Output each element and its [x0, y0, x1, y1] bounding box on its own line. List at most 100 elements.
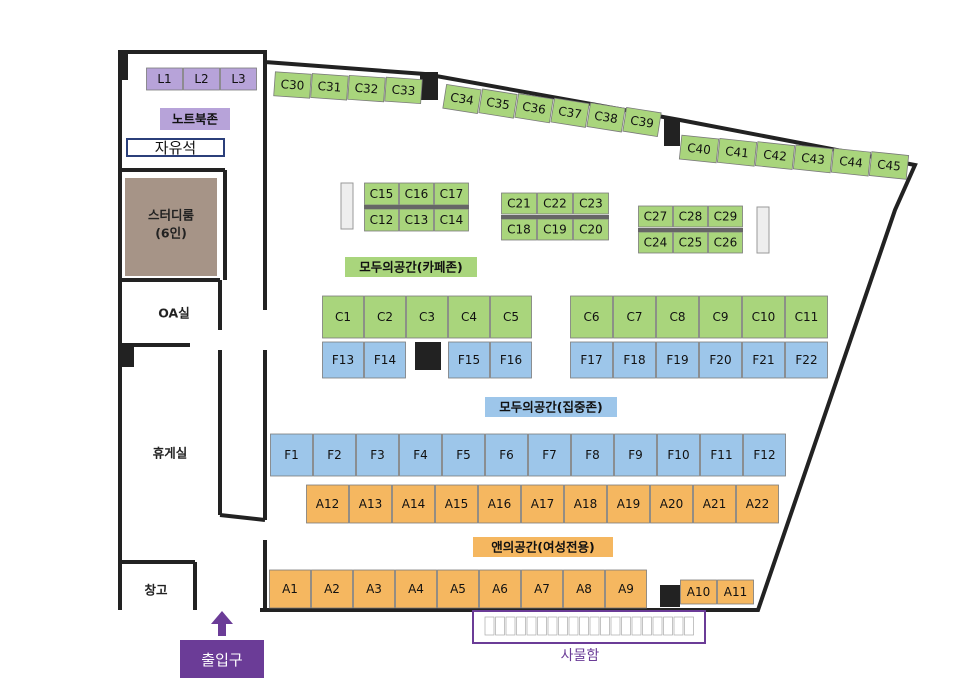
- seat-a11[interactable]: A11: [717, 579, 754, 605]
- seat-c3[interactable]: C3: [406, 295, 448, 339]
- seat-c38[interactable]: C38: [586, 102, 626, 133]
- seat-c9[interactable]: C9: [699, 295, 742, 339]
- seat-c17[interactable]: C17: [434, 182, 469, 206]
- seat-c28[interactable]: C28: [673, 205, 708, 228]
- seat-l2[interactable]: L2: [183, 67, 220, 91]
- seat-c18[interactable]: C18: [501, 218, 537, 241]
- seat-c13[interactable]: C13: [399, 208, 434, 232]
- seat-f18[interactable]: F18: [613, 341, 656, 379]
- seat-a1[interactable]: A1: [269, 569, 311, 609]
- seat-a21[interactable]: A21: [693, 484, 736, 524]
- seat-c24[interactable]: C24: [638, 231, 673, 254]
- seat-c35[interactable]: C35: [478, 88, 518, 119]
- seat-f13[interactable]: F13: [322, 341, 364, 379]
- seat-a2[interactable]: A2: [311, 569, 353, 609]
- seat-c8[interactable]: C8: [656, 295, 699, 339]
- seat-a4[interactable]: A4: [395, 569, 437, 609]
- seat-c36[interactable]: C36: [514, 93, 554, 124]
- seat-f1[interactable]: F1: [270, 433, 313, 477]
- seat-f2[interactable]: F2: [313, 433, 356, 477]
- seat-c27[interactable]: C27: [638, 205, 673, 228]
- seat-c11[interactable]: C11: [785, 295, 828, 339]
- seat-a5[interactable]: A5: [437, 569, 479, 609]
- seat-label: F8: [585, 448, 600, 462]
- seat-f17[interactable]: F17: [570, 341, 613, 379]
- seat-a16[interactable]: A16: [478, 484, 521, 524]
- seat-a17[interactable]: A17: [521, 484, 564, 524]
- seat-f21[interactable]: F21: [742, 341, 785, 379]
- seat-a20[interactable]: A20: [650, 484, 693, 524]
- seat-label: F18: [623, 353, 645, 367]
- seat-c41[interactable]: C41: [716, 137, 758, 167]
- seat-label: A6: [492, 582, 508, 596]
- seat-c14[interactable]: C14: [434, 208, 469, 232]
- seat-a15[interactable]: A15: [435, 484, 478, 524]
- seat-a7[interactable]: A7: [521, 569, 563, 609]
- seat-f16[interactable]: F16: [490, 341, 532, 379]
- seat-a18[interactable]: A18: [564, 484, 607, 524]
- seat-f14[interactable]: F14: [364, 341, 406, 379]
- storage-label: 창고: [144, 583, 168, 598]
- seat-c1[interactable]: C1: [322, 295, 364, 339]
- seat-f20[interactable]: F20: [699, 341, 742, 379]
- seat-a10[interactable]: A10: [680, 579, 717, 605]
- seat-f6[interactable]: F6: [485, 433, 528, 477]
- seat-a22[interactable]: A22: [736, 484, 779, 524]
- seat-c2[interactable]: C2: [364, 295, 406, 339]
- seat-a6[interactable]: A6: [479, 569, 521, 609]
- seat-a3[interactable]: A3: [353, 569, 395, 609]
- seat-c19[interactable]: C19: [537, 218, 573, 241]
- seat-c7[interactable]: C7: [613, 295, 656, 339]
- seat-f9[interactable]: F9: [614, 433, 657, 477]
- seat-c44[interactable]: C44: [830, 147, 872, 177]
- seat-c5[interactable]: C5: [490, 295, 532, 339]
- seat-f7[interactable]: F7: [528, 433, 571, 477]
- seat-l1[interactable]: L1: [146, 67, 183, 91]
- seat-c21[interactable]: C21: [501, 192, 537, 215]
- seat-c6[interactable]: C6: [570, 295, 613, 339]
- seat-a9[interactable]: A9: [605, 569, 647, 609]
- seat-c10[interactable]: C10: [742, 295, 785, 339]
- seat-label: C26: [714, 236, 738, 250]
- seat-c37[interactable]: C37: [550, 97, 590, 128]
- seat-a12[interactable]: A12: [306, 484, 349, 524]
- seat-label: C11: [795, 310, 819, 324]
- seat-a13[interactable]: A13: [349, 484, 392, 524]
- seat-a8[interactable]: A8: [563, 569, 605, 609]
- seat-c26[interactable]: C26: [708, 231, 743, 254]
- seat-c39[interactable]: C39: [622, 106, 662, 138]
- seat-a19[interactable]: A19: [607, 484, 650, 524]
- seat-c16[interactable]: C16: [399, 182, 434, 206]
- seat-l3[interactable]: L3: [220, 67, 257, 91]
- seat-c43[interactable]: C43: [792, 144, 834, 174]
- seat-c12[interactable]: C12: [364, 208, 399, 232]
- seat-c25[interactable]: C25: [673, 231, 708, 254]
- seat-c45[interactable]: C45: [868, 151, 910, 180]
- seat-c33[interactable]: C33: [384, 76, 423, 105]
- seat-label: C28: [679, 210, 703, 224]
- seat-c32[interactable]: C32: [347, 74, 386, 103]
- seat-c22[interactable]: C22: [537, 192, 573, 215]
- seat-c4[interactable]: C4: [448, 295, 490, 339]
- seat-c20[interactable]: C20: [573, 218, 609, 241]
- seat-c23[interactable]: C23: [573, 192, 609, 215]
- seat-f15[interactable]: F15: [448, 341, 490, 379]
- seat-c31[interactable]: C31: [310, 73, 349, 101]
- seat-c34[interactable]: C34: [442, 83, 482, 115]
- seat-a14[interactable]: A14: [392, 484, 435, 524]
- seat-f22[interactable]: F22: [785, 341, 828, 379]
- seat-f11[interactable]: F11: [700, 433, 743, 477]
- seat-f4[interactable]: F4: [399, 433, 442, 477]
- seat-c30[interactable]: C30: [273, 71, 312, 99]
- seat-f8[interactable]: F8: [571, 433, 614, 477]
- seat-c42[interactable]: C42: [754, 141, 796, 170]
- seat-c15[interactable]: C15: [364, 182, 399, 206]
- seat-f12[interactable]: F12: [743, 433, 786, 477]
- seat-f5[interactable]: F5: [442, 433, 485, 477]
- seat-f19[interactable]: F19: [656, 341, 699, 379]
- seat-f3[interactable]: F3: [356, 433, 399, 477]
- seat-c40[interactable]: C40: [678, 134, 720, 164]
- seat-c29[interactable]: C29: [708, 205, 743, 228]
- seat-f10[interactable]: F10: [657, 433, 700, 477]
